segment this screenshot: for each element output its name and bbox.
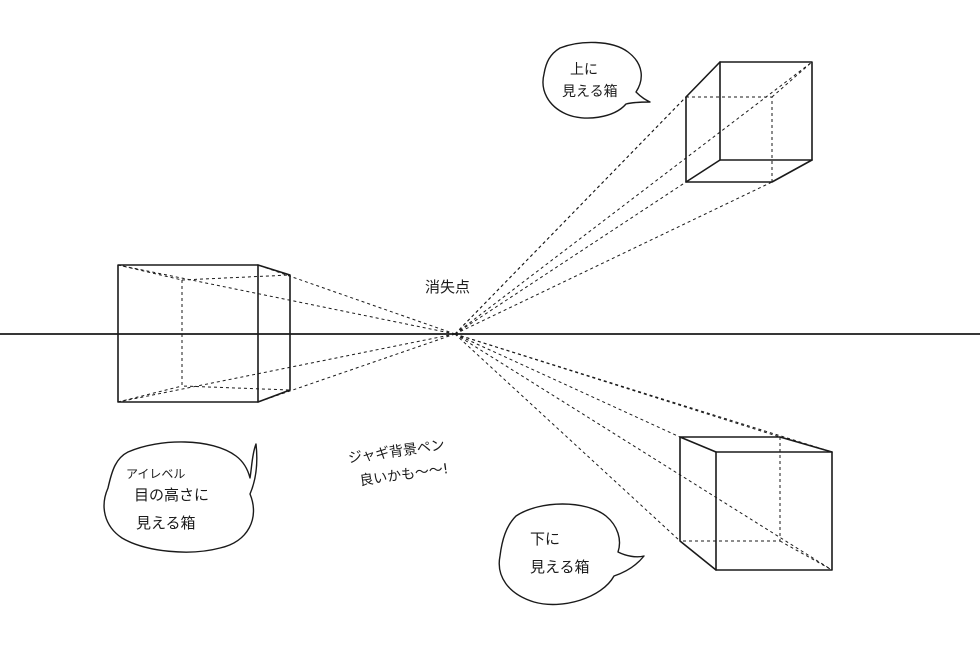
vanishing-point-label: 消失点 xyxy=(425,278,470,296)
ray xyxy=(454,333,833,453)
ray xyxy=(454,333,833,571)
box-below xyxy=(679,436,833,571)
bubble-below-line1: 下に xyxy=(530,530,560,548)
bubble-below-line2: 見える箱 xyxy=(530,558,590,576)
bubble-eye-line1: アイレベル xyxy=(126,467,185,481)
vanishing-rays xyxy=(117,61,833,571)
ray xyxy=(454,333,781,438)
pen-note-line1: ジャギ背景ペン xyxy=(347,437,446,466)
box-eye-level xyxy=(117,264,291,403)
speech-bubble-eye-level: アイレベル 目の高さに 見える箱 xyxy=(103,441,258,553)
ray xyxy=(454,61,813,335)
ray xyxy=(454,96,687,335)
bubble-above-line2: 見える箱 xyxy=(562,84,618,100)
bubble-above-line1: 上に xyxy=(570,62,598,78)
speech-bubble-above: 上に 見える箱 xyxy=(542,41,651,119)
bubble-eye-line2: 目の高さに xyxy=(134,486,209,504)
ray xyxy=(454,333,681,438)
speech-bubble-below: 下に 見える箱 xyxy=(498,503,645,606)
box-above xyxy=(685,61,813,183)
pen-note: ジャギ背景ペン 良いかも〜〜! xyxy=(347,437,450,489)
pen-note-line2: 良いかも〜〜! xyxy=(359,461,450,489)
ray xyxy=(454,181,687,335)
ray xyxy=(257,264,456,335)
ray xyxy=(257,333,456,403)
ray xyxy=(454,181,773,335)
ray xyxy=(454,333,681,542)
bubble-eye-line3: 見える箱 xyxy=(136,514,196,532)
